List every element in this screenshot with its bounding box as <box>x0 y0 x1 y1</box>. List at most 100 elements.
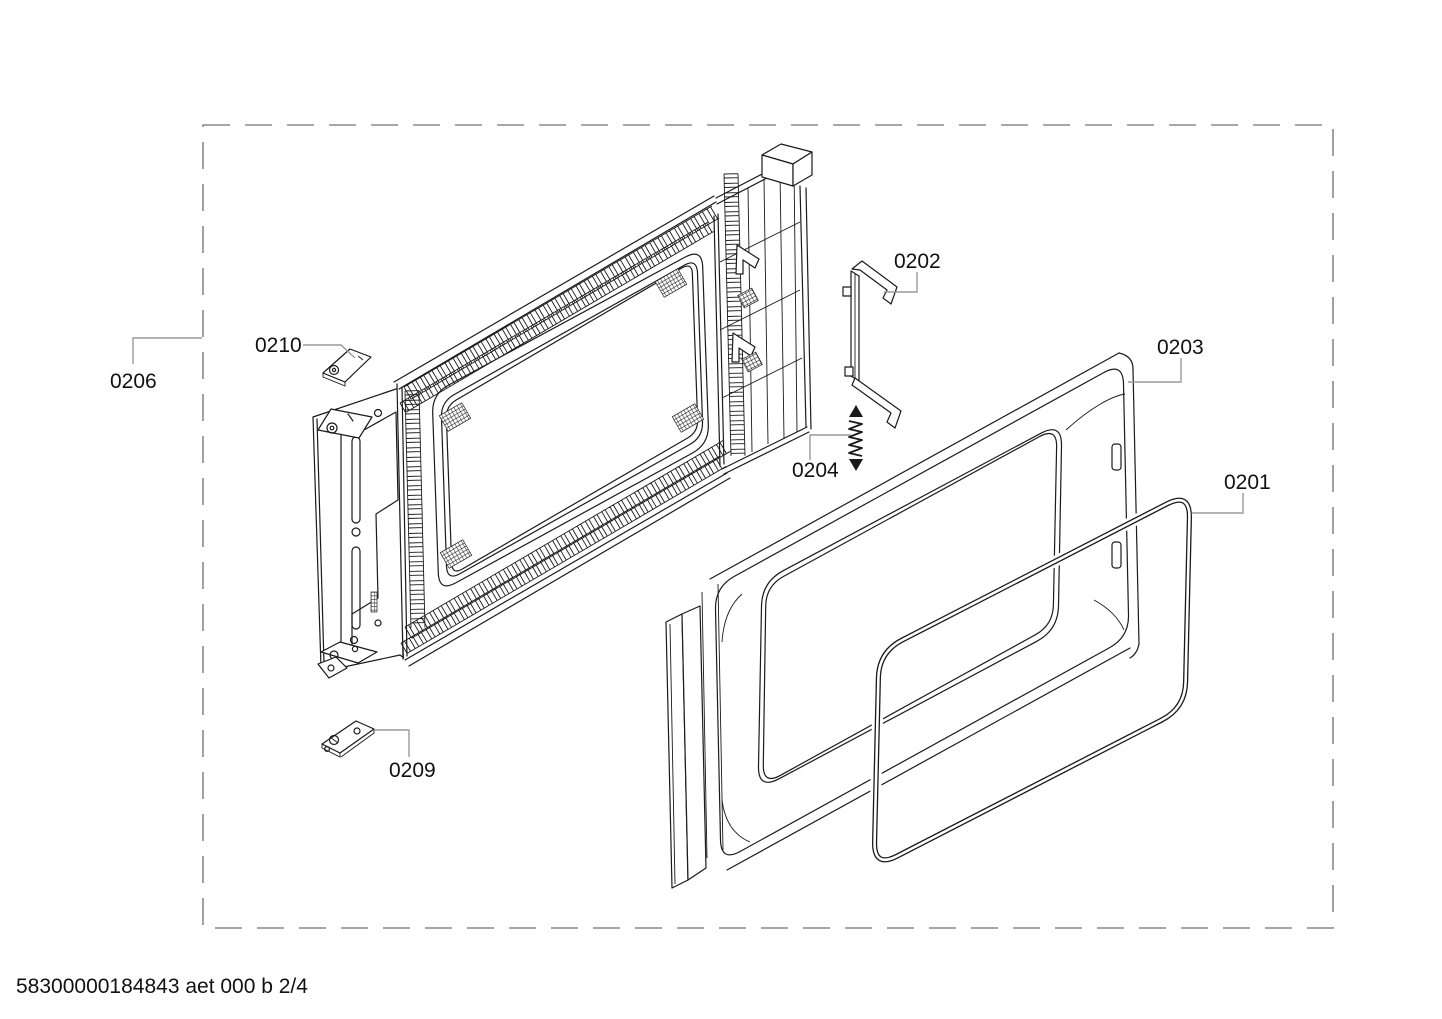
g-drawing-element <box>737 287 759 309</box>
path-drawing-element <box>701 591 708 859</box>
part-label-0203[interactable]: 0203 <box>1128 336 1204 383</box>
circle-drawing-element <box>328 734 340 746</box>
part-label-0201[interactable]: 0201 <box>1192 471 1271 514</box>
part-number-0204[interactable]: 0204 <box>792 459 839 482</box>
rect-drawing-element <box>351 546 361 630</box>
path-drawing-element <box>719 289 801 331</box>
path-drawing-element <box>719 221 801 263</box>
path-drawing-element <box>329 736 339 744</box>
path-drawing-element <box>747 187 753 453</box>
path-drawing-element <box>347 413 354 422</box>
path-drawing-element <box>408 477 731 667</box>
document-code: 58300000184843 aet 000 b 2/4 <box>16 975 308 998</box>
leader-0203 <box>1128 358 1182 383</box>
latch-spring-part <box>848 405 863 471</box>
path-drawing-element <box>320 641 378 664</box>
rect-drawing-element <box>737 287 759 309</box>
path-drawing-element <box>849 459 863 471</box>
part-number-0206[interactable]: 0206 <box>110 370 157 393</box>
leader-0202 <box>884 272 918 293</box>
outer-door-panel <box>665 352 1140 889</box>
path-drawing-element <box>717 583 724 851</box>
path-drawing-element <box>321 744 341 758</box>
circle-drawing-element <box>374 619 382 627</box>
rect-drawing-element <box>671 403 705 433</box>
path-drawing-element <box>396 383 404 660</box>
path-drawing-element <box>713 215 721 467</box>
circle-drawing-element <box>324 745 331 752</box>
path-drawing-element <box>316 418 325 665</box>
g-drawing-element <box>671 403 705 433</box>
path-drawing-element <box>849 405 863 417</box>
path-drawing-element <box>403 205 720 400</box>
path-drawing-element <box>709 352 1120 580</box>
rect-drawing-element <box>654 268 688 298</box>
path-drawing-element <box>404 390 426 629</box>
path-drawing-element <box>1093 599 1125 631</box>
circle-drawing-element <box>373 408 383 418</box>
path-drawing-element <box>681 605 707 881</box>
lower-hinge-bracket-part <box>321 720 375 758</box>
part-number-0210[interactable]: 0210 <box>255 334 302 357</box>
path-drawing-element <box>721 799 751 843</box>
part-label-0209[interactable]: 0209 <box>374 729 436 782</box>
circle-drawing-element <box>351 645 359 653</box>
path-drawing-element <box>762 432 1058 779</box>
rect-drawing-element <box>438 402 472 432</box>
path-drawing-element <box>779 171 785 439</box>
inner-door-frame <box>312 143 813 679</box>
upper-hinge-bracket-part <box>322 348 372 387</box>
g-drawing-element <box>654 268 688 298</box>
latch-column <box>713 143 813 467</box>
path-drawing-element <box>731 332 756 363</box>
path-drawing-element <box>404 439 731 639</box>
path-drawing-element <box>322 348 372 383</box>
leader-0201 <box>1192 493 1244 514</box>
door-latch-hook-part <box>842 260 902 429</box>
path-drawing-element <box>317 656 348 679</box>
rect-drawing-element <box>370 591 378 613</box>
path-drawing-element <box>1118 352 1134 370</box>
path-drawing-element <box>322 373 346 387</box>
part-label-0206[interactable]: 0206 <box>110 337 202 393</box>
part-number-0209[interactable]: 0209 <box>389 759 436 782</box>
path-drawing-element <box>735 244 760 275</box>
rect-drawing-element <box>439 539 473 569</box>
leader-0210 <box>303 344 356 359</box>
leader-0204 <box>809 434 851 460</box>
g-drawing-element <box>438 402 472 432</box>
circle-drawing-element <box>353 727 361 735</box>
rect-drawing-element <box>1111 443 1122 471</box>
path-drawing-element <box>848 420 863 457</box>
part-number-0203[interactable]: 0203 <box>1157 336 1204 359</box>
part-label-0202[interactable]: 0202 <box>884 250 941 293</box>
part-number-0202[interactable]: 0202 <box>894 250 941 273</box>
circle-drawing-element <box>327 664 335 672</box>
path-drawing-element <box>404 472 728 661</box>
path-drawing-element <box>851 260 898 305</box>
path-drawing-element <box>805 187 812 430</box>
part-label-0204[interactable]: 0204 <box>792 434 851 482</box>
path-drawing-element <box>721 593 743 643</box>
circle-drawing-element <box>351 527 361 537</box>
path-drawing-element <box>1065 393 1126 431</box>
path-drawing-element <box>401 386 408 657</box>
path-drawing-element <box>717 213 725 465</box>
path-drawing-element <box>317 408 373 439</box>
path-drawing-element <box>723 431 810 475</box>
part-label-0210[interactable]: 0210 <box>255 334 356 359</box>
path-drawing-element <box>357 355 364 361</box>
path-drawing-element <box>432 253 709 587</box>
path-drawing-element <box>399 221 714 413</box>
door-gasket-part <box>869 494 1195 866</box>
part-number-0201[interactable]: 0201 <box>1224 471 1271 494</box>
circle-drawing-element <box>329 425 335 431</box>
path-drawing-element <box>799 185 807 428</box>
path-drawing-element <box>763 179 769 445</box>
path-drawing-element <box>721 426 808 470</box>
circle-drawing-element <box>326 422 338 434</box>
g-drawing-element <box>439 539 473 569</box>
assembly-dashed-boundary <box>202 124 1334 929</box>
path-drawing-element <box>440 262 704 577</box>
